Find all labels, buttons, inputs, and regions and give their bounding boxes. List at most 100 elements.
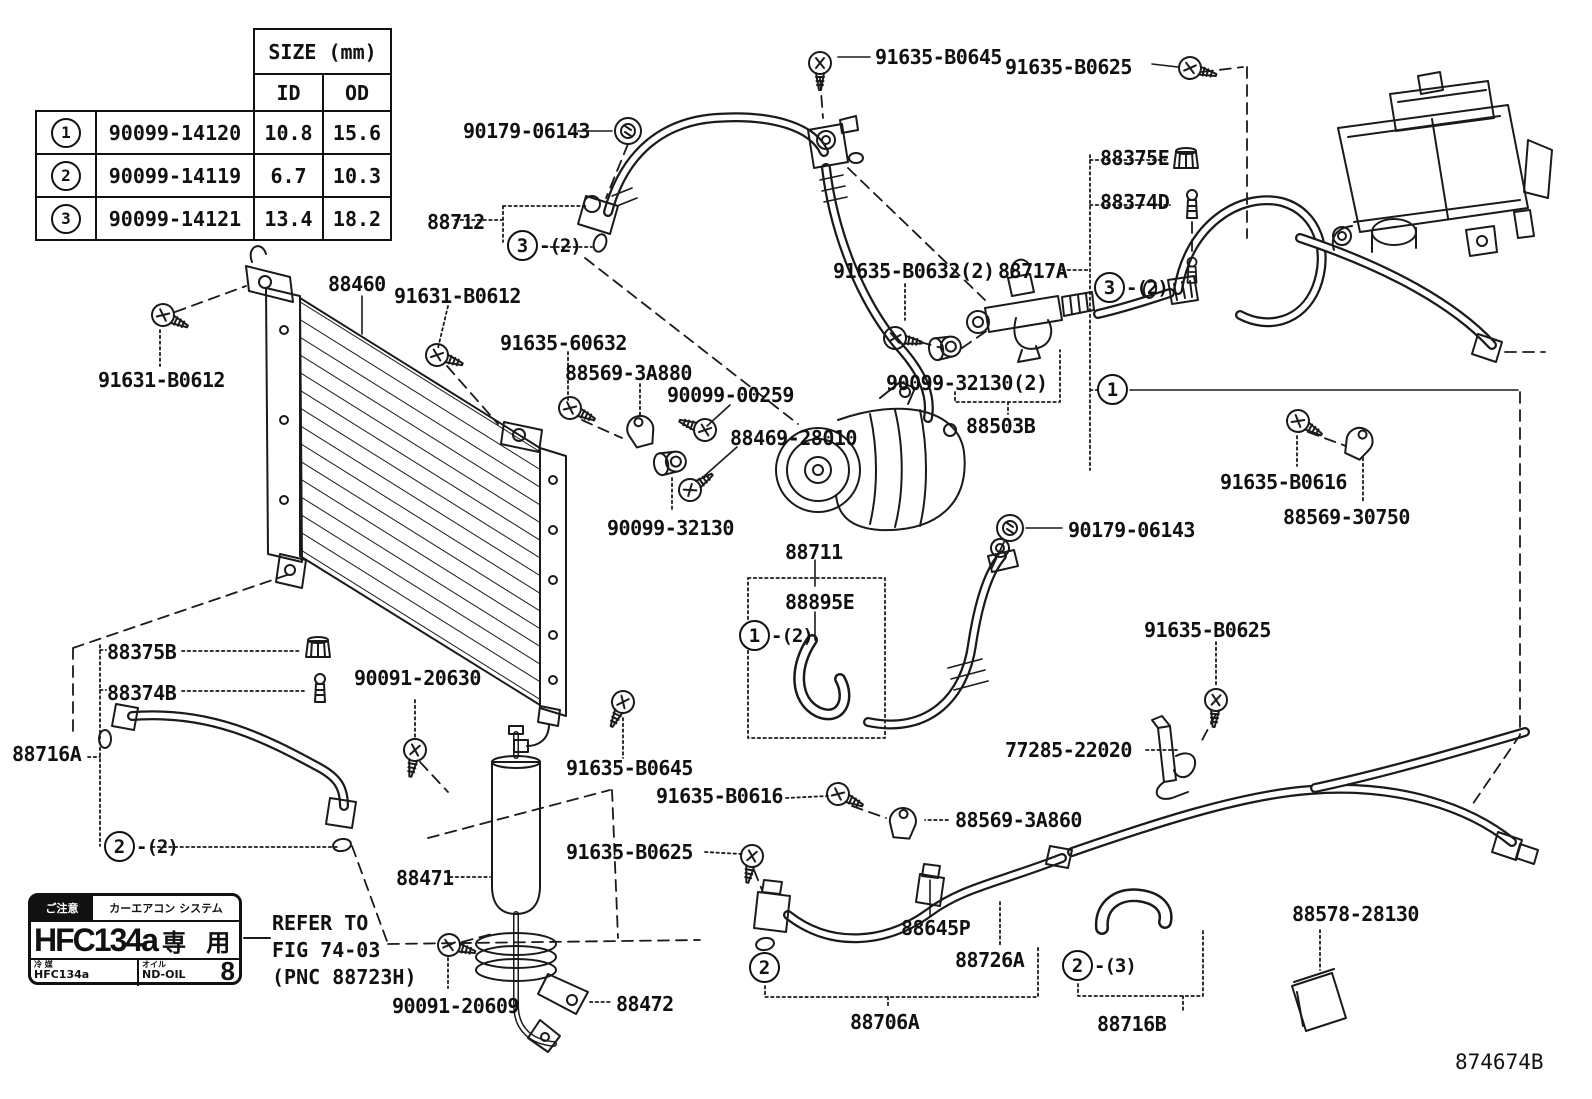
- qty-suffix: -(2): [1126, 276, 1169, 299]
- refrigerant-value: HFC134a: [34, 968, 90, 982]
- refrigerant-title: 冷 媒: [34, 960, 53, 969]
- grommet-icon: [996, 514, 1024, 542]
- bolt-icon: [434, 930, 479, 964]
- part-label-88716B: 88716B: [1097, 1012, 1167, 1036]
- part-label-88460: 88460: [328, 272, 386, 296]
- part-label-90099-32130-2: 90099-32130(2): [886, 371, 1048, 395]
- bolt-icon: [673, 464, 720, 507]
- qty-marker: 1: [1097, 374, 1129, 405]
- pipe-clamp-icon: [887, 805, 918, 841]
- bushing-icon: [651, 448, 689, 478]
- part-label-88472: 88472: [616, 992, 674, 1016]
- circled-number: 1: [739, 620, 770, 651]
- part-label-90179-06143-top: 90179-06143: [463, 119, 590, 143]
- part-label-77285-22020: 77285-22020: [1005, 738, 1132, 762]
- part-label-88375E: 88375E: [1100, 146, 1170, 170]
- qty-marker: 3 -(2): [1094, 272, 1169, 303]
- system-cell: カーエアコン システム: [109, 902, 223, 915]
- id-cell: 10.8: [253, 110, 324, 155]
- valve-core-icon: [314, 673, 326, 703]
- pipe-clamp-icon: [1339, 422, 1378, 463]
- part-label-91635-B0645-top: 91635-B0645: [875, 45, 1002, 69]
- oil-title: オイル: [142, 960, 166, 969]
- bolt-icon: [822, 778, 869, 817]
- part-label-88645P: 88645P: [901, 916, 971, 940]
- circled-number: 3: [507, 230, 538, 261]
- reference-note: REFER TO FIG 74-03 (PNC 88723H): [272, 910, 417, 991]
- part-label-90091-20609: 90091-20609: [392, 994, 519, 1018]
- bolt-icon: [674, 409, 721, 446]
- bushing-icon: [926, 333, 964, 363]
- o-ring-icon: [754, 935, 776, 953]
- o-ring-icon: [590, 231, 610, 255]
- od-cell: 15.6: [322, 110, 392, 155]
- id-cell: 13.4: [253, 196, 324, 241]
- part-label-91635-B0632: 91635-B0632(2): [833, 259, 995, 283]
- part-number-cell: 90099-14119: [95, 153, 255, 198]
- refrigerant-type: HFC134a: [34, 921, 159, 958]
- dashed-assembly-lines: [72, 66, 1546, 945]
- circled-number: 1: [51, 117, 81, 148]
- circled-number: 1: [1097, 374, 1128, 405]
- od-cell: 10.3: [322, 153, 392, 198]
- part-label-91635-B0645-mid: 91635-B0645: [566, 756, 693, 780]
- part-label-88578-28130: 88578-28130: [1292, 902, 1419, 926]
- part-label-88469-28010: 88469-28010: [730, 426, 857, 450]
- pressure-valve-drawing: [966, 258, 1095, 363]
- qty-marker: 2 -(3): [1062, 950, 1137, 981]
- bolt-icon: [147, 299, 194, 338]
- part-label-90179-06143-right: 90179-06143: [1068, 518, 1195, 542]
- usage-text: 専 用: [161, 928, 237, 957]
- part-label-88569-3A880: 88569-3A880: [565, 361, 692, 385]
- circled-number: 3: [1094, 272, 1125, 303]
- part-label-91635-B0616-mid: 91635-B0616: [656, 784, 783, 808]
- note-line-3: (PNC 88723H): [272, 965, 417, 989]
- circled-number: 2: [51, 160, 81, 191]
- evaporator-unit-drawing: [1331, 71, 1553, 257]
- oil-value: ND-OIL: [142, 968, 186, 982]
- part-label-88374D: 88374D: [1100, 190, 1170, 214]
- condenser-drawing: [245, 245, 567, 753]
- service-cap-icon: [1173, 147, 1199, 169]
- compressor-drawing: [775, 381, 966, 532]
- part-label-90099-32130: 90099-32130: [607, 516, 734, 540]
- part-label-88569-3A860: 88569-3A860: [955, 808, 1082, 832]
- part-label-88706A: 88706A: [850, 1010, 920, 1034]
- bolt-icon: [421, 339, 468, 376]
- hoses-and-pipes: [127, 112, 1530, 1047]
- part-number-cell: 90099-14120: [95, 110, 255, 155]
- id-cell: 6.7: [253, 153, 324, 198]
- col-header-od: OD: [322, 73, 392, 112]
- od-cell: 18.2: [322, 196, 392, 241]
- part-label-88717A: 88717A: [998, 259, 1068, 283]
- leader-lines: [243, 56, 1519, 939]
- circled-number: 2: [1062, 950, 1093, 981]
- qty-suffix: -(2): [539, 234, 582, 257]
- valve-core-icon: [1186, 189, 1198, 219]
- part-label-91631-B0612-left: 91631-B0612: [98, 368, 225, 392]
- part-label-88374B: 88374B: [107, 681, 177, 705]
- circled-number: 2: [749, 952, 780, 983]
- qty-marker: 3 -(2): [507, 230, 582, 261]
- bolt-icon: [735, 842, 766, 886]
- refrigerant-spec-plate: ご注意 カーエアコン システム HFC134a 専 用 冷 媒 HFC134a …: [28, 893, 242, 986]
- caution-cell: ご注意: [31, 896, 93, 920]
- pipe-fittings: [111, 115, 1539, 1032]
- part-label-90099-00259: 90099-00259: [667, 383, 794, 407]
- table-row: 1 90099-14120 10.8 15.6: [35, 110, 392, 155]
- col-header-id: ID: [253, 73, 324, 112]
- qty-suffix: -(2): [136, 835, 179, 858]
- size-table-title: SIZE (mm): [253, 28, 392, 75]
- grommet-icon: [614, 117, 642, 145]
- oil-grade: 8: [220, 956, 235, 986]
- size-table: SIZE (mm) ID OD 1 90099-14120 10.8 15.6 …: [35, 28, 392, 241]
- o-ring-icon: [331, 836, 353, 854]
- part-label-88471: 88471: [396, 866, 454, 890]
- figure-id: 874674B: [1455, 1050, 1544, 1074]
- service-cap-icon: [305, 636, 331, 658]
- part-label-91635-B0616-right: 91635-B0616: [1220, 470, 1347, 494]
- part-label-88569-30750: 88569-30750: [1283, 505, 1410, 529]
- part-label-88895E: 88895E: [785, 590, 855, 614]
